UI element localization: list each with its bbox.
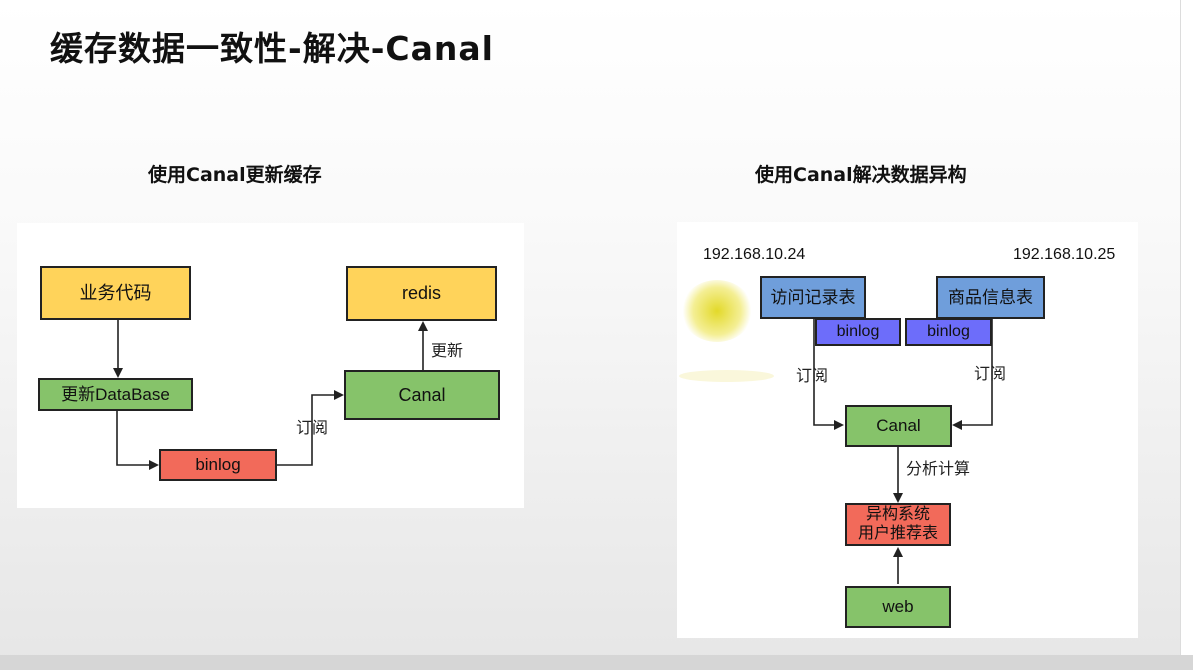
analyze-compute-label: 分析计算 [906,459,971,478]
hetero-line-2: 用户推荐表 [857,524,938,542]
product-info-table-box: 商品信息表 [936,276,1045,319]
canal-box-right: Canal [845,405,952,447]
left-diagram-subtitle: 使用Canal更新缓存 [148,164,322,186]
arrow-left-binlog-to-canal [813,318,844,430]
slide-bottom-edge [0,655,1193,670]
left-diagram-panel: 业务代码 更新DataBase binlog Canal redis 订阅 更新 [17,223,524,508]
right-diagram-subtitle: 使用Canal解决数据异构 [755,164,967,186]
slide-title: 缓存数据一致性-解决-Canal [50,29,494,68]
update-label: 更新 [431,341,464,360]
subscribe-label: 订阅 [296,418,329,437]
subscribe-right-label: 订阅 [974,364,1007,383]
canal-box: Canal [344,370,500,420]
arrow-db-to-binlog [116,411,159,470]
web-box: web [845,586,951,628]
binlog-box: binlog [159,449,277,481]
visit-record-table-box: 访问记录表 [760,276,866,319]
yellow-blur-blob [681,280,753,342]
arrow-right-binlog-to-canal [952,318,993,430]
redis-box: redis [346,266,497,321]
heterogeneous-system-box: 异构系统 用户推荐表 [845,503,951,546]
update-database-box: 更新DataBase [38,378,193,411]
binlog-right-box: binlog [905,318,992,346]
left-diagram-arrows [113,320,428,470]
right-diagram-panel: 192.168.10.24 192.168.10.25 访问记录表 商品信息表 … [677,222,1138,638]
subscribe-left-label: 订阅 [796,366,829,385]
business-code-box: 业务代码 [40,266,191,320]
slide-right-edge [1180,0,1193,670]
arrow-binlog-to-canal [276,390,344,466]
ip-right: 192.168.10.25 [1013,246,1116,263]
ip-left: 192.168.10.24 [703,246,806,263]
hetero-line-1: 异构系统 [865,506,930,524]
yellow-blur-streak [679,370,774,382]
binlog-left-box: binlog [815,318,901,346]
right-diagram-arrows [813,318,993,584]
